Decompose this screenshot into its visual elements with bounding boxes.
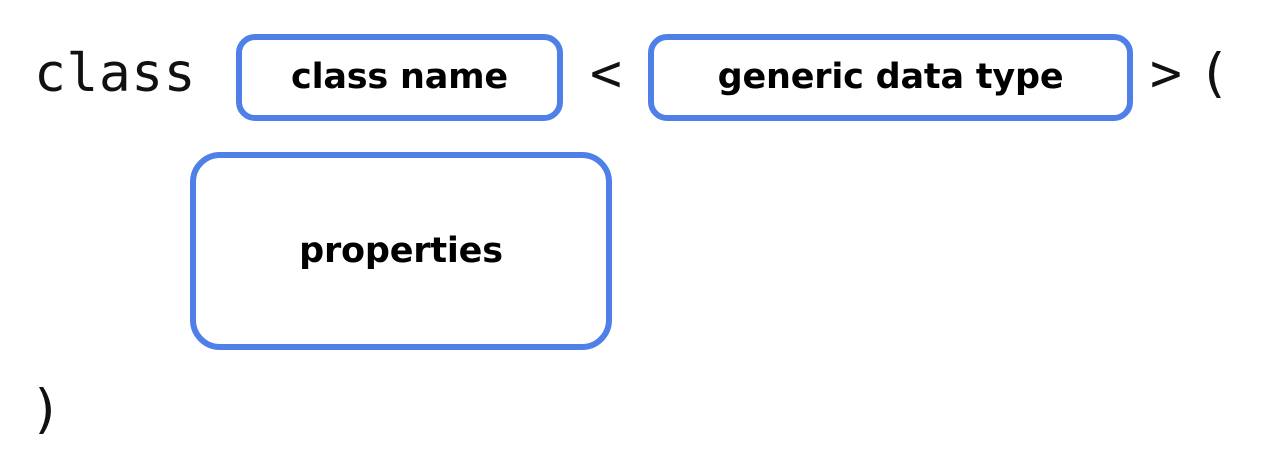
slot-generic-data-type[interactable]: generic data type: [648, 34, 1133, 121]
code-paren-open: (: [1198, 43, 1230, 104]
slot-properties[interactable]: properties: [190, 152, 612, 350]
code-keyword-class: class: [34, 43, 197, 104]
slot-class-name[interactable]: class name: [236, 34, 563, 121]
slot-properties-label: properties: [299, 230, 503, 271]
code-generic-close-angle: >: [1150, 43, 1182, 104]
slot-generic-data-type-label: generic data type: [717, 57, 1064, 97]
code-generic-open-angle: <: [590, 43, 622, 104]
code-paren-close: ): [30, 379, 62, 440]
slot-class-name-label: class name: [291, 57, 508, 97]
